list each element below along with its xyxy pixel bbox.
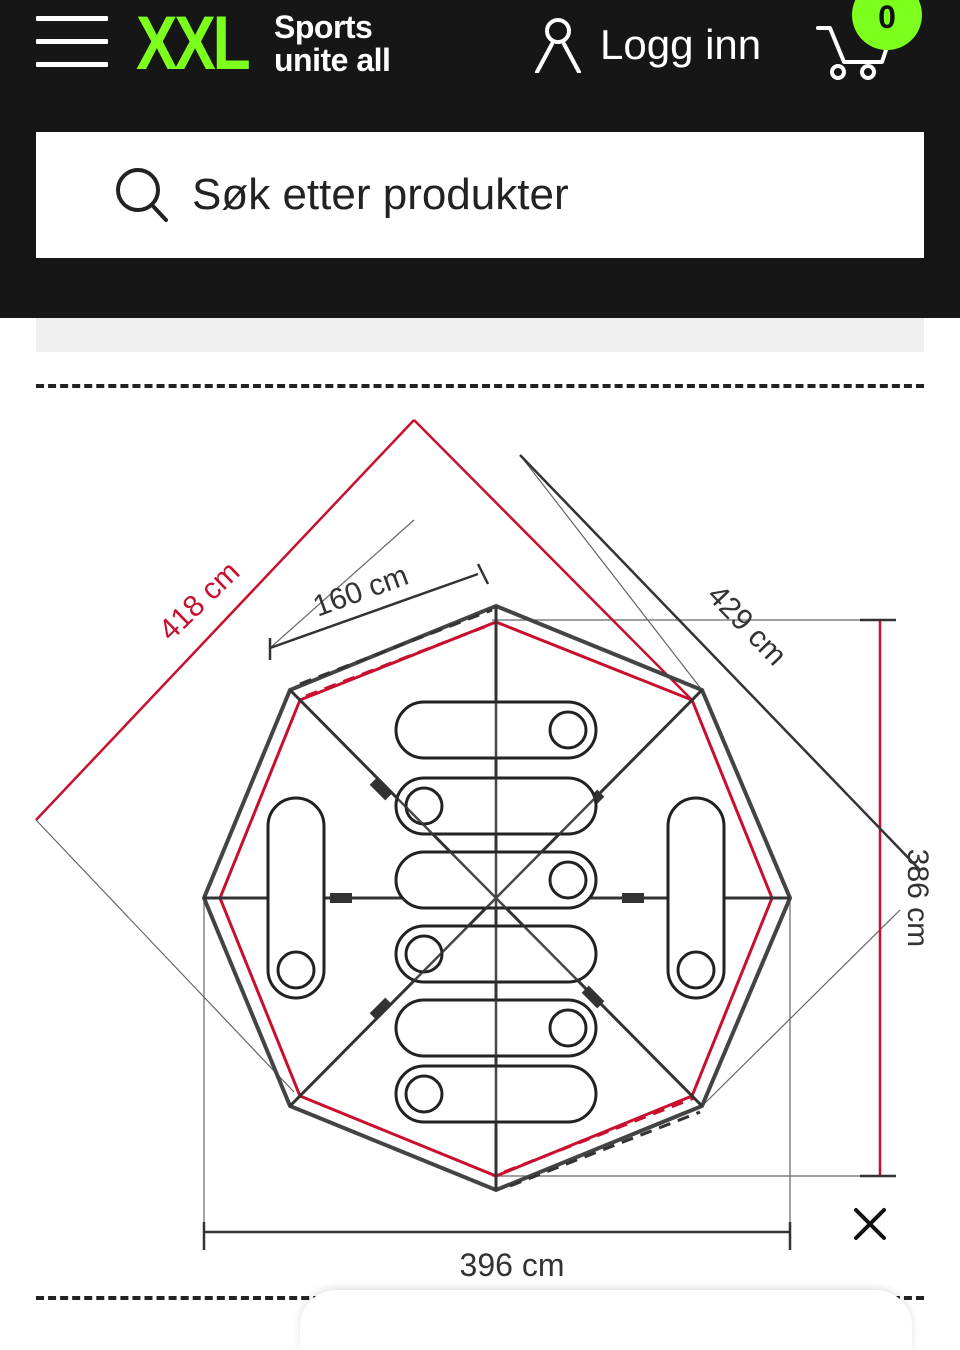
- search-bar[interactable]: [36, 132, 924, 258]
- product-image-tent-floorplan: 418 cm 160 cm 429 cm 386 cm 396 cm: [35, 419, 934, 1283]
- logo-tagline: Sports unite all: [274, 9, 391, 78]
- cart-button[interactable]: [814, 0, 924, 86]
- site-header: XXL Sports unite all Logg inn 0: [0, 0, 960, 318]
- close-icon: [854, 1208, 886, 1240]
- login-button[interactable]: Logg inn: [534, 12, 761, 78]
- user-icon: [535, 18, 581, 73]
- dimension-label-width: 396 cm: [460, 1247, 565, 1283]
- dimension-label-diagonal-left: 418 cm: [153, 555, 247, 647]
- dimension-label-height: 386 cm: [901, 849, 934, 947]
- logo-mark: XXL: [136, 1, 251, 86]
- menu-bar: [36, 62, 108, 67]
- cart-icon: [816, 26, 892, 80]
- close-button[interactable]: [846, 1200, 894, 1248]
- menu-bar: [36, 16, 108, 21]
- search-icon: [116, 168, 168, 222]
- hamburger-menu-icon[interactable]: [36, 16, 108, 68]
- dimension-label-top-width: 160 cm: [309, 559, 413, 624]
- xxl-logo[interactable]: XXL Sports unite all: [136, 1, 391, 86]
- search-input[interactable]: [192, 170, 892, 220]
- divider-top: [36, 384, 924, 388]
- logo-tagline-line2: unite all: [274, 42, 391, 78]
- image-carousel-top: [36, 318, 924, 352]
- login-label: Logg inn: [600, 21, 762, 68]
- menu-bar: [36, 39, 108, 44]
- logo-tagline-line1: Sports: [274, 9, 373, 45]
- bottom-sheet-card: [300, 1290, 912, 1350]
